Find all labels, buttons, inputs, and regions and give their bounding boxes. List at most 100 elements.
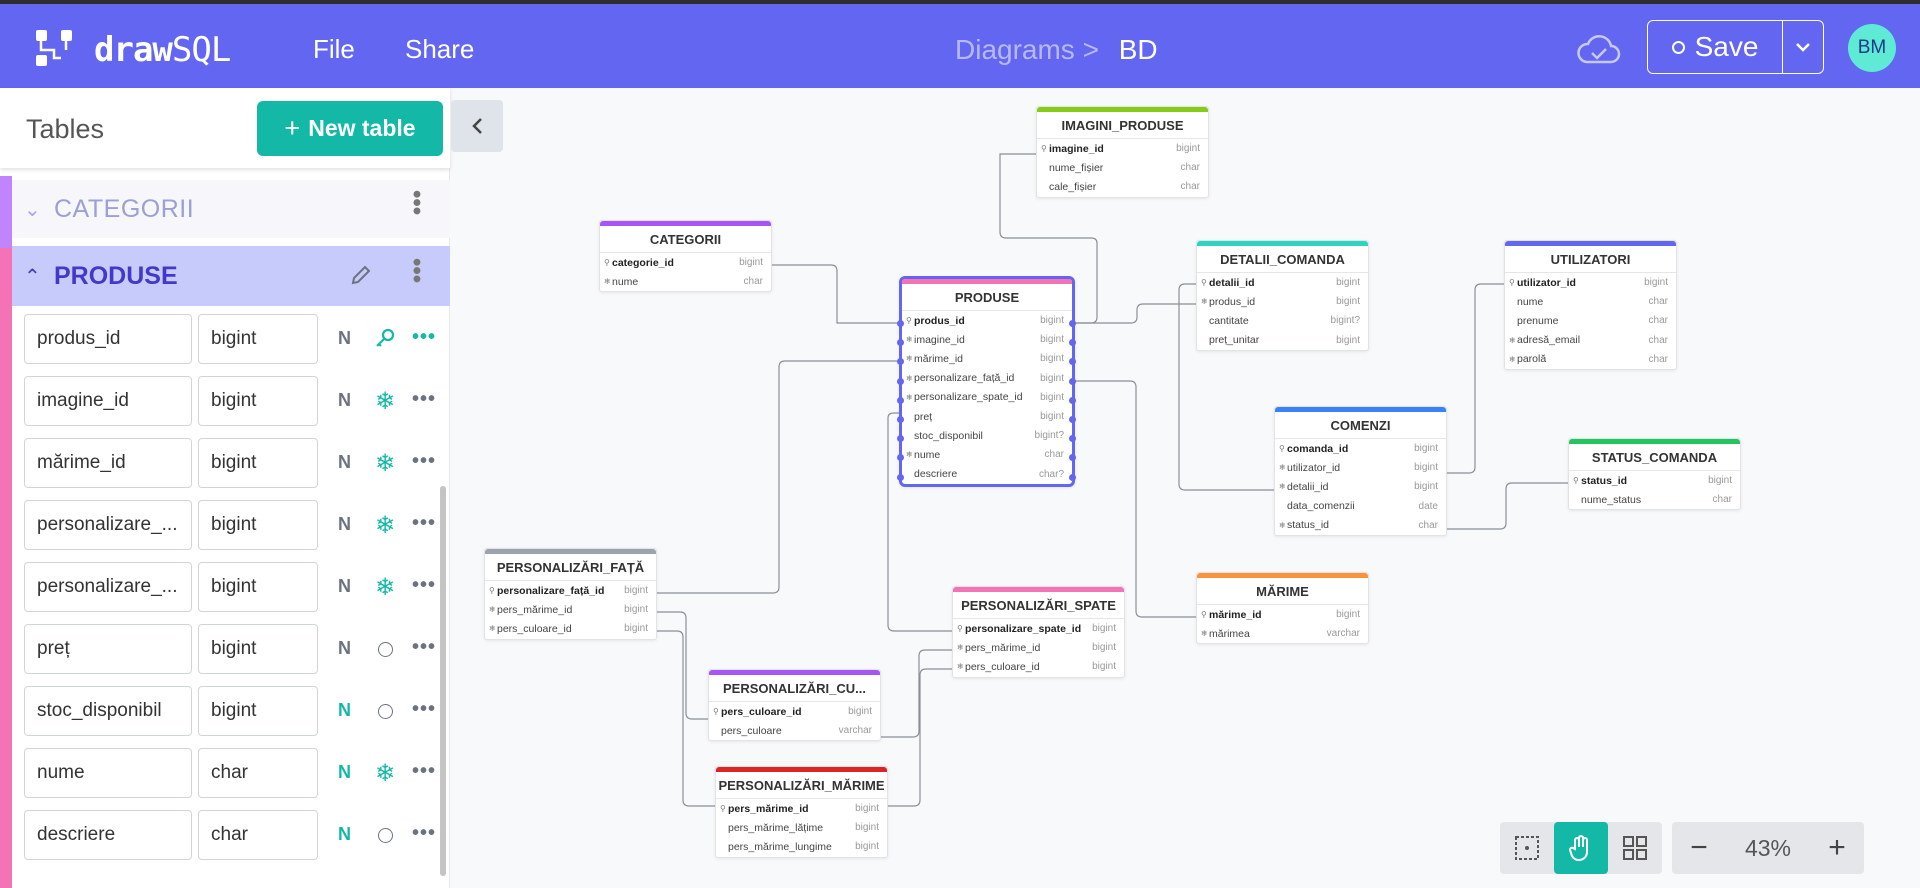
connector-handle[interactable] — [897, 416, 904, 423]
pencil-icon[interactable] — [350, 264, 372, 286]
zoom-in-button[interactable]: + — [1810, 822, 1864, 874]
more-options-icon[interactable]: ••• — [412, 512, 437, 534]
nullable-toggle[interactable]: N — [338, 762, 351, 782]
new-table-button[interactable]: +New table — [257, 101, 443, 156]
breadcrumb-current[interactable]: BD — [1118, 34, 1158, 65]
snowflake-icon[interactable]: ❄ — [374, 573, 396, 601]
field-name-input[interactable]: personalizare_... — [24, 562, 192, 612]
more-options-icon[interactable]: ••• — [412, 574, 437, 596]
connector-handle[interactable] — [897, 473, 904, 481]
fit-view-button[interactable] — [1500, 822, 1554, 874]
zoom-out-button[interactable]: − — [1672, 822, 1726, 874]
more-options-icon[interactable]: ••• — [412, 698, 437, 720]
grid-view-button[interactable] — [1608, 822, 1662, 874]
nullable-toggle[interactable]: N — [338, 328, 351, 348]
more-options-icon[interactable]: ••• — [412, 388, 437, 410]
snowflake-icon[interactable]: ❄ — [374, 511, 396, 539]
connector-handle[interactable] — [1069, 473, 1076, 481]
connector-handle[interactable] — [1069, 396, 1076, 404]
diagram-table-pfata[interactable]: PERSONALIZĂRI_FAȚĂ⚲personalizare_față_id… — [484, 548, 657, 640]
sidebar-scrollbar[interactable] — [440, 486, 446, 876]
more-options-icon[interactable]: ••• — [412, 450, 437, 472]
menu-file[interactable]: File — [313, 34, 355, 64]
field-type-input[interactable]: bigint — [198, 686, 318, 736]
circle-icon[interactable] — [370, 696, 400, 726]
connector-handle[interactable] — [897, 358, 904, 366]
more-vertical-icon[interactable]: ••• — [403, 258, 430, 284]
nullable-toggle[interactable]: N — [338, 576, 351, 596]
snowflake-icon[interactable]: ❄ — [374, 759, 396, 787]
sidebar-table-categorii[interactable]: ⌄ CATEGORII ••• — [12, 180, 450, 238]
pan-tool-button[interactable] — [1554, 822, 1608, 874]
sidebar-table-produse[interactable]: ⌃ PRODUSE ••• — [12, 246, 450, 306]
field-type-input[interactable]: bigint — [198, 376, 318, 426]
field-name-input[interactable]: nume — [24, 748, 192, 798]
connector-handle[interactable] — [1069, 435, 1076, 443]
brand-name[interactable]: drawSQL — [94, 30, 231, 70]
drawsql-logo-icon[interactable] — [34, 28, 74, 68]
diagram-table-pspate[interactable]: PERSONALIZĂRI_SPATE⚲personalizare_spate_… — [952, 586, 1125, 678]
connector-handle[interactable] — [1069, 358, 1076, 366]
menu-share[interactable]: Share — [405, 34, 475, 64]
nullable-toggle[interactable]: N — [338, 638, 351, 658]
connector-handle[interactable] — [897, 320, 904, 327]
field-name-input[interactable]: mărime_id — [24, 438, 192, 488]
collapse-sidebar-button[interactable] — [451, 100, 503, 152]
more-options-icon[interactable]: ••• — [412, 326, 437, 348]
snowflake-icon[interactable]: ❄ — [374, 387, 396, 415]
field-name-input[interactable]: preț — [24, 624, 192, 674]
field-type-input[interactable]: bigint — [198, 314, 318, 364]
field-type-input[interactable]: bigint — [198, 562, 318, 612]
connector-handle[interactable] — [897, 396, 904, 404]
connector-handle[interactable] — [1069, 339, 1076, 347]
field-name-input[interactable]: stoc_disponibil — [24, 686, 192, 736]
key-icon[interactable] — [370, 324, 400, 354]
nullable-toggle[interactable]: N — [338, 514, 351, 534]
field-type-input[interactable]: bigint — [198, 438, 318, 488]
connector-handle[interactable] — [1069, 320, 1076, 327]
field-type-input[interactable]: bigint — [198, 624, 318, 674]
connector-handle[interactable] — [897, 435, 904, 443]
field-name-input[interactable]: personalizare_... — [24, 500, 192, 550]
connector-handle[interactable] — [897, 339, 904, 347]
field-type-input[interactable]: bigint — [198, 500, 318, 550]
save-button[interactable]: Save — [1648, 21, 1783, 73]
field-name-input[interactable]: descriere — [24, 810, 192, 860]
breadcrumb-diagrams[interactable]: Diagrams > — [955, 34, 1099, 65]
more-options-icon[interactable]: ••• — [412, 636, 437, 658]
nullable-toggle[interactable]: N — [338, 824, 351, 844]
